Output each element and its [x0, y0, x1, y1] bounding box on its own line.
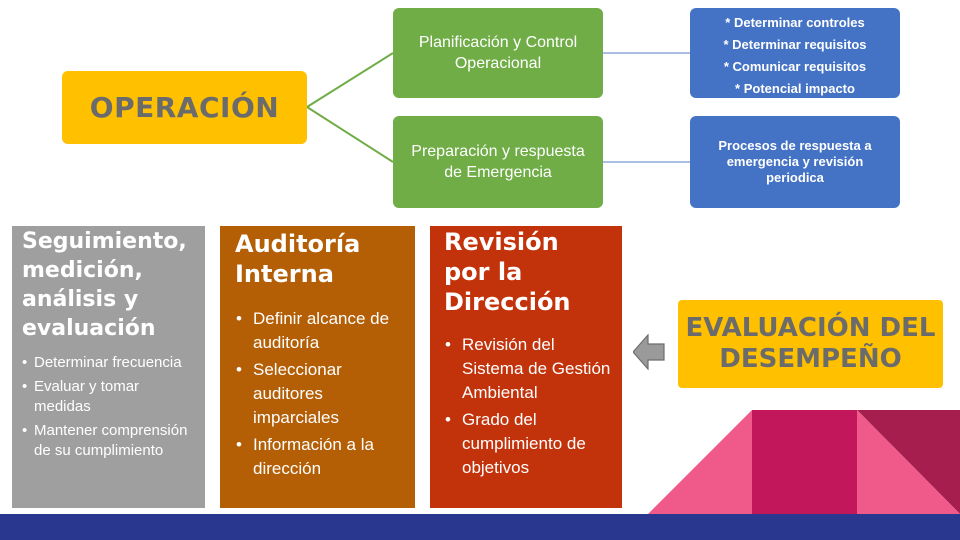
revision-column: Revisión por la Dirección Revisión del S…: [430, 226, 622, 508]
detail-item: * Determinar controles: [725, 15, 865, 30]
evaluacion-box: EVALUACIÓN DEL DESEMPEÑO: [678, 300, 943, 388]
planificacion-details-box: * Determinar controles * Determinar requ…: [690, 8, 900, 98]
operacion-box: OPERACIÓN: [62, 71, 307, 144]
connector-operacion-preparacion: [306, 106, 394, 163]
triangle-magenta: [752, 410, 857, 514]
auditoria-column: Auditoría Interna Definir alcance de aud…: [220, 226, 415, 508]
list-item: Seleccionar auditores imparciales: [235, 358, 405, 430]
seguimiento-column: Seguimiento, medición, análisis y evalua…: [12, 226, 205, 508]
list-item: Grado del cumplimiento de objetivos: [444, 408, 612, 480]
detail-item: * Potencial impacto: [735, 81, 855, 96]
revision-title: Revisión por la Dirección: [444, 228, 571, 316]
triangle-pink-right: [857, 410, 960, 514]
auditoria-list: Definir alcance de auditoría Seleccionar…: [235, 307, 405, 481]
seguimiento-list: Determinar frecuencia Evaluar y tomar me…: [22, 353, 195, 461]
preparacion-box: Preparación y respuesta de Emergencia: [393, 116, 603, 208]
revision-list: Revisión del Sistema de Gestión Ambienta…: [444, 333, 612, 480]
arrow-left-icon: [633, 334, 665, 370]
list-item: Determinar frecuencia: [22, 353, 195, 373]
evaluacion-label: EVALUACIÓN DEL DESEMPEÑO: [685, 313, 936, 374]
seguimiento-title: Seguimiento, medición, análisis y evalua…: [22, 229, 187, 341]
auditoria-title: Auditoría Interna: [235, 230, 361, 288]
connector-operacion-planificacion: [306, 52, 394, 108]
triangle-pink-left: [648, 410, 752, 514]
list-item: Información a la dirección: [235, 433, 405, 481]
list-item: Mantener comprensión de su cumplimiento: [22, 421, 195, 461]
detail-item: * Comunicar requisitos: [723, 59, 867, 74]
list-item: Definir alcance de auditoría: [235, 307, 405, 355]
list-item: Revisión del Sistema de Gestión Ambienta…: [444, 333, 612, 405]
list-item: Evaluar y tomar medidas: [22, 377, 195, 417]
planificacion-box: Planificación y Control Operacional: [393, 8, 603, 98]
planificacion-title: Planificación y Control Operacional: [418, 34, 578, 72]
operacion-label: OPERACIÓN: [89, 91, 280, 124]
preparacion-title: Preparación y respuesta de Emergencia: [411, 143, 585, 181]
detail-item: * Determinar requisitos: [723, 37, 867, 52]
preparacion-details-box: Procesos de respuesta a emergencia y rev…: [690, 116, 900, 208]
bottom-bar: [0, 514, 960, 540]
preparacion-detail: Procesos de respuesta a emergencia y rev…: [718, 138, 872, 185]
